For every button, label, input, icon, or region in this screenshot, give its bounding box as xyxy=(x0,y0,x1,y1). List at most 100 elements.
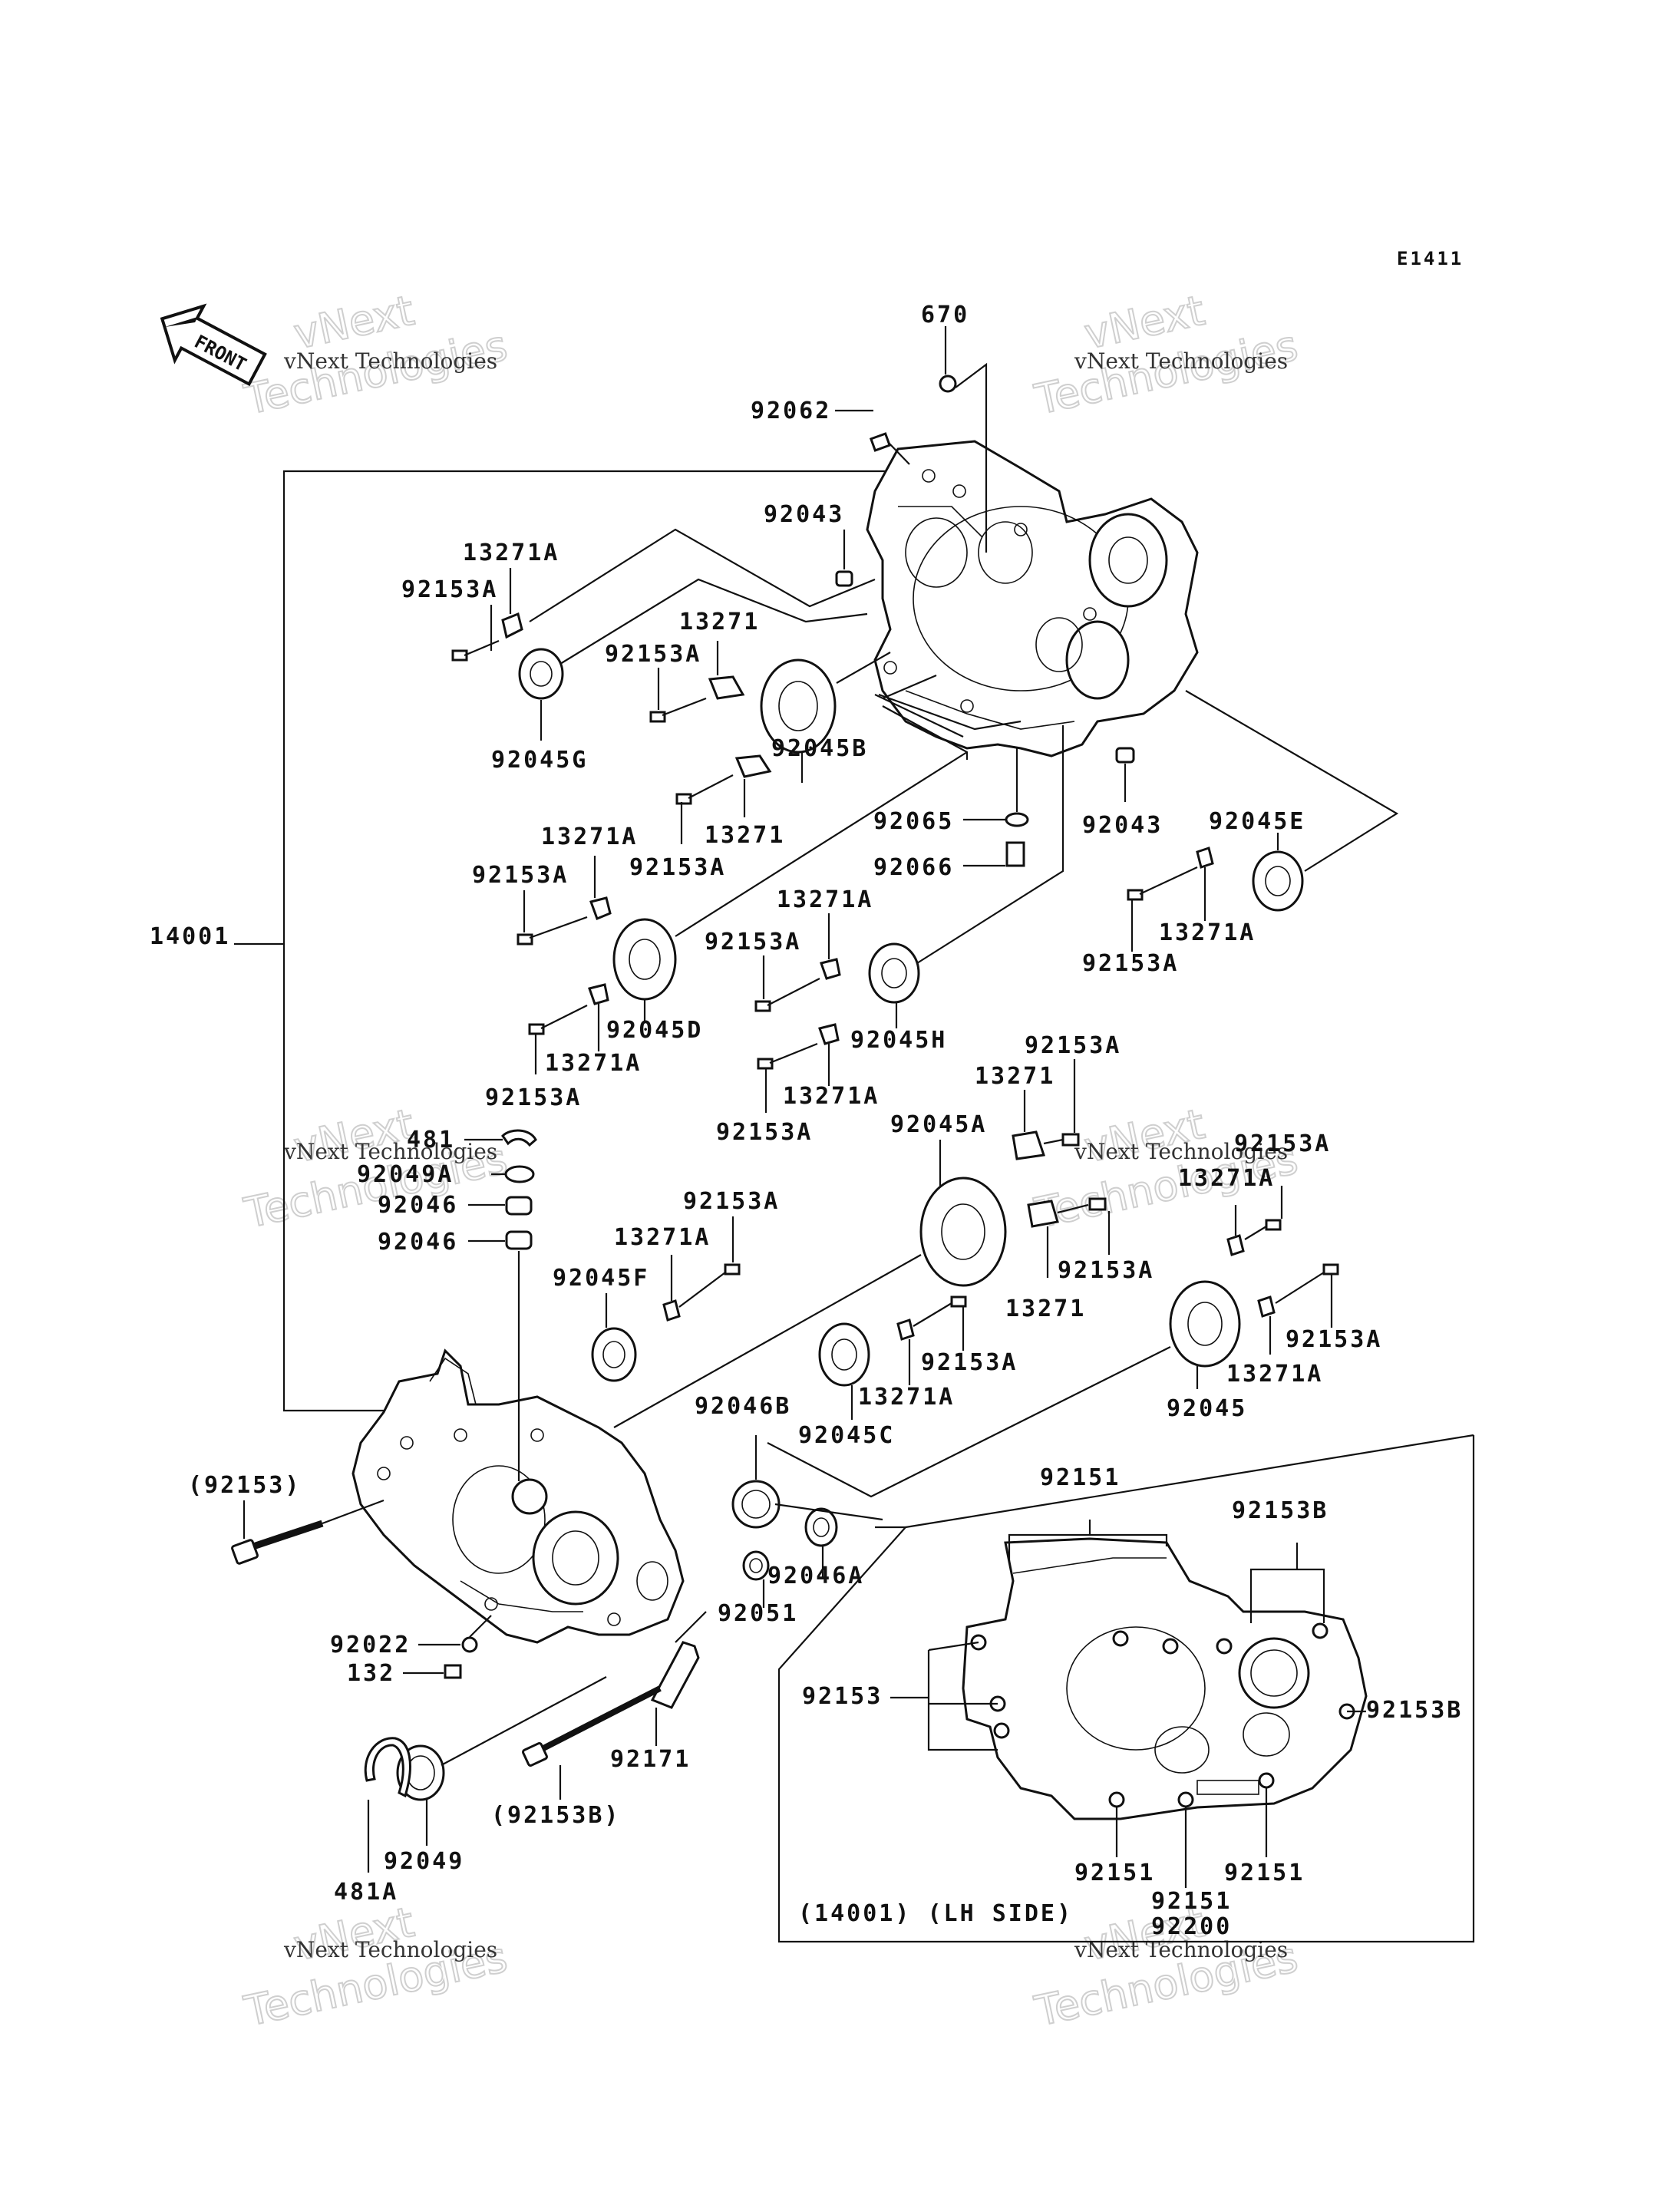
leader xyxy=(878,693,1022,731)
leader xyxy=(322,1499,385,1525)
bolt xyxy=(1265,1219,1282,1231)
part-label: 92043 xyxy=(1082,812,1163,839)
circlip xyxy=(364,1737,411,1798)
part-label: 92153A xyxy=(705,929,801,955)
bolt xyxy=(528,1023,545,1035)
leader xyxy=(1185,690,1399,872)
part-labels: 670 92062 92043 13271A 92153A 13271 9215… xyxy=(150,302,1463,1940)
drain-bolt xyxy=(1005,841,1025,867)
part-label: 92153 xyxy=(802,1683,883,1710)
part-label: 14001 xyxy=(150,923,230,950)
part-label: 92043 xyxy=(764,501,844,528)
retainer-plate xyxy=(1196,847,1214,869)
watermark-small: vNext Technologies xyxy=(283,1937,497,1962)
bolt xyxy=(1088,1197,1107,1211)
leader xyxy=(529,528,876,622)
crankcase-left-half xyxy=(352,1348,685,1644)
leader xyxy=(1275,1272,1325,1304)
o-ring xyxy=(939,375,957,393)
retainer-plate xyxy=(1027,1200,1059,1228)
bolt xyxy=(724,1263,741,1276)
bearing xyxy=(760,658,837,754)
leader xyxy=(441,1676,607,1766)
watermark-small: vNext Technologies xyxy=(283,1139,497,1164)
part-label: 92066 xyxy=(873,854,954,881)
bearing xyxy=(919,1177,1007,1287)
part-label: 92046B xyxy=(695,1393,791,1420)
part-label: 92153A xyxy=(1058,1257,1154,1284)
part-label: 13271A xyxy=(541,823,638,850)
bracket xyxy=(650,1641,700,1709)
part-label: 13271 xyxy=(1005,1295,1086,1322)
part-label: 13271A xyxy=(614,1224,711,1251)
part-label: 92046 xyxy=(378,1229,458,1256)
leader xyxy=(1139,866,1198,895)
part-label: 92200 xyxy=(1151,1913,1232,1940)
bolt xyxy=(1322,1263,1339,1276)
leader xyxy=(678,1272,726,1308)
leader xyxy=(469,1615,492,1638)
leader xyxy=(767,1346,1171,1498)
part-label: 92171 xyxy=(610,1746,691,1773)
bolt xyxy=(1061,1133,1080,1147)
leader xyxy=(675,751,968,937)
retainer-plate xyxy=(589,896,612,920)
part-label: 92049 xyxy=(384,1848,464,1875)
oil-seal xyxy=(504,1165,535,1183)
plug xyxy=(869,432,892,452)
retainer-plate xyxy=(662,1299,681,1322)
leader xyxy=(688,774,734,799)
bearing xyxy=(518,648,564,700)
retainer-plate xyxy=(1257,1295,1276,1318)
part-label: 92045E xyxy=(1209,808,1305,835)
part-label: 92062 xyxy=(751,398,831,424)
retainer-plate xyxy=(820,958,841,980)
part-label: 92045G xyxy=(491,747,588,774)
part-label: 92046A xyxy=(767,1563,864,1589)
bearing xyxy=(591,1327,637,1382)
inset-caption: (14001) (LH SIDE) xyxy=(798,1900,1073,1927)
bearing xyxy=(612,918,677,1001)
part-label: 132 xyxy=(347,1660,395,1687)
part-label: 13271A xyxy=(1159,919,1256,946)
part-label: (92153) xyxy=(188,1472,301,1499)
part-label: 92045C xyxy=(798,1422,895,1449)
leader xyxy=(675,1611,707,1643)
part-label: 92153A xyxy=(716,1119,813,1146)
part-label: 92045H xyxy=(850,1027,947,1054)
part-label: 13271 xyxy=(705,822,785,849)
leader xyxy=(882,674,937,700)
retainer-plate xyxy=(734,754,772,778)
part-label: 92022 xyxy=(330,1632,411,1658)
part-label: 92151 xyxy=(1074,1860,1155,1886)
bolt xyxy=(754,1000,771,1012)
long-bolt xyxy=(231,1499,385,1565)
leader xyxy=(613,1254,922,1428)
leader xyxy=(1008,1533,1168,1562)
bolt xyxy=(1127,889,1144,901)
needle-bearing xyxy=(505,1196,533,1216)
leader xyxy=(529,916,588,939)
leader xyxy=(774,1503,883,1521)
leader xyxy=(916,725,1064,964)
part-label: 670 xyxy=(921,302,969,328)
leader xyxy=(836,652,891,684)
part-label: 13271 xyxy=(975,1063,1055,1090)
leader xyxy=(874,694,964,738)
leader xyxy=(540,1005,588,1029)
leader xyxy=(927,1650,998,1751)
retainer-plate xyxy=(818,1023,840,1045)
inset-box xyxy=(777,1435,1475,1943)
part-label: 92153B xyxy=(1366,1697,1463,1724)
part-label: 92153A xyxy=(605,641,701,668)
leader xyxy=(955,362,988,553)
part-label: 92049A xyxy=(357,1161,454,1188)
part-label: 92153A xyxy=(1234,1130,1331,1157)
watermark-small: vNext Technologies xyxy=(283,348,497,374)
part-label: 92153A xyxy=(1025,1032,1121,1059)
long-bolt xyxy=(522,1685,662,1767)
part-label: 13271A xyxy=(858,1384,955,1411)
part-label: (92153B) xyxy=(491,1802,621,1829)
bearing xyxy=(1252,850,1304,912)
leader xyxy=(559,578,868,665)
